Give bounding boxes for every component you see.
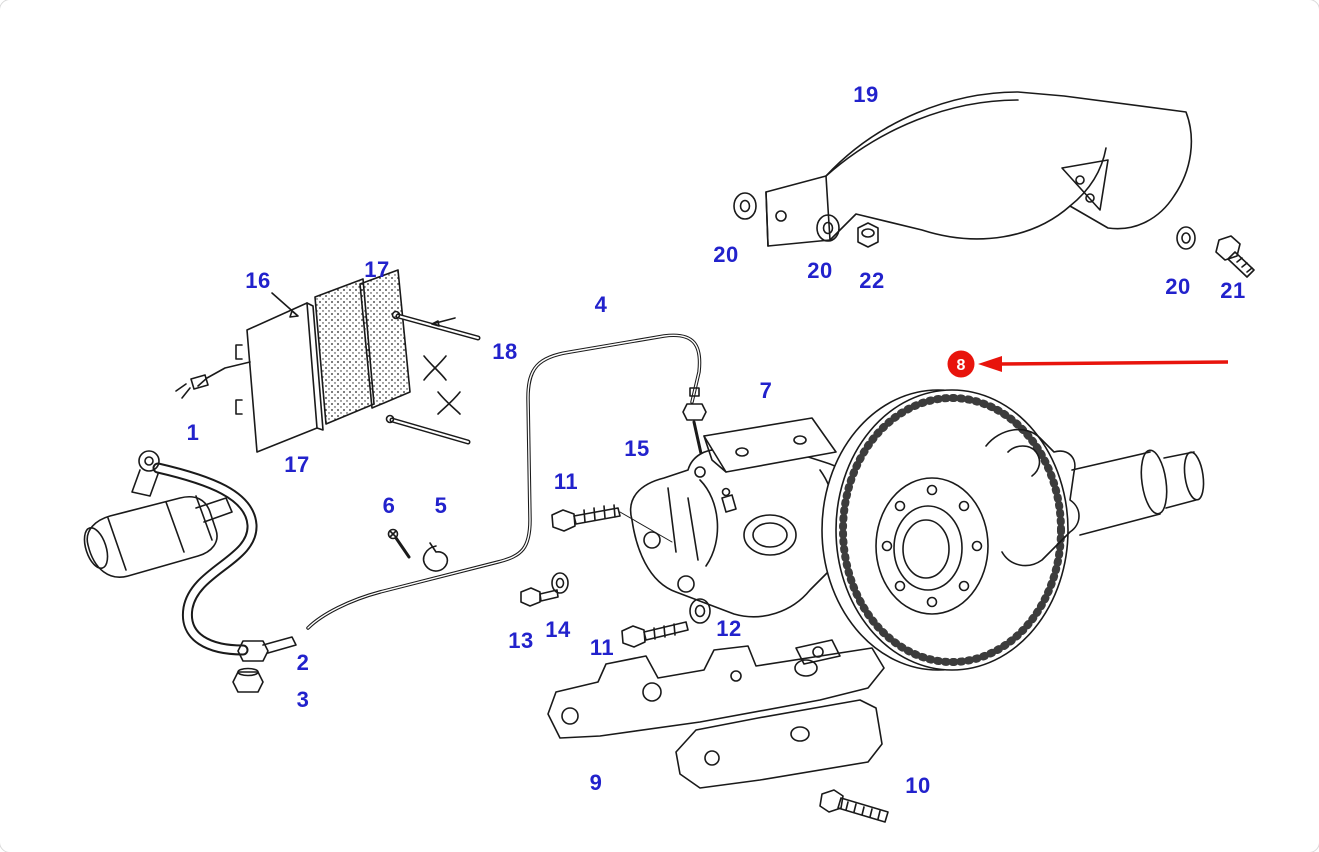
washer-14 xyxy=(551,572,569,594)
bleeder-valve xyxy=(721,487,737,513)
clip-5 xyxy=(422,542,449,572)
bolt-13 xyxy=(520,587,559,607)
bolt-21 xyxy=(1215,235,1255,278)
brake-pipe xyxy=(306,333,707,630)
screw-6 xyxy=(387,528,411,559)
axle-knuckle xyxy=(985,428,1205,567)
highlight-arrowhead xyxy=(978,356,1002,372)
washer-20c xyxy=(1176,226,1196,250)
washer-20b xyxy=(816,214,840,242)
bolt-11-upper xyxy=(551,504,673,543)
mounting-bracket xyxy=(547,639,885,789)
nut-22 xyxy=(857,222,879,248)
highlight-number: 8 xyxy=(957,357,966,374)
pad-pins-springs xyxy=(385,310,481,445)
brake-disc xyxy=(821,389,1069,671)
highlight-circle xyxy=(947,350,975,378)
dust-shield xyxy=(765,91,1193,247)
washer-20a xyxy=(733,192,757,220)
master-cylinder xyxy=(83,495,233,578)
highlight-arrow xyxy=(999,360,1229,366)
hose-fitting-2 xyxy=(237,636,297,662)
washer-12 xyxy=(689,598,711,624)
bolt-10 xyxy=(819,789,889,823)
bolt-11-lower xyxy=(621,621,689,648)
brake-pads xyxy=(175,269,411,453)
highlight-marker: 8 xyxy=(947,350,1229,378)
caliper-bracket-plate xyxy=(703,417,837,473)
caliper-fasteners xyxy=(520,504,711,648)
hose-nut-3 xyxy=(232,667,264,693)
shield-fasteners xyxy=(733,192,1255,278)
brake-hose xyxy=(131,450,297,693)
